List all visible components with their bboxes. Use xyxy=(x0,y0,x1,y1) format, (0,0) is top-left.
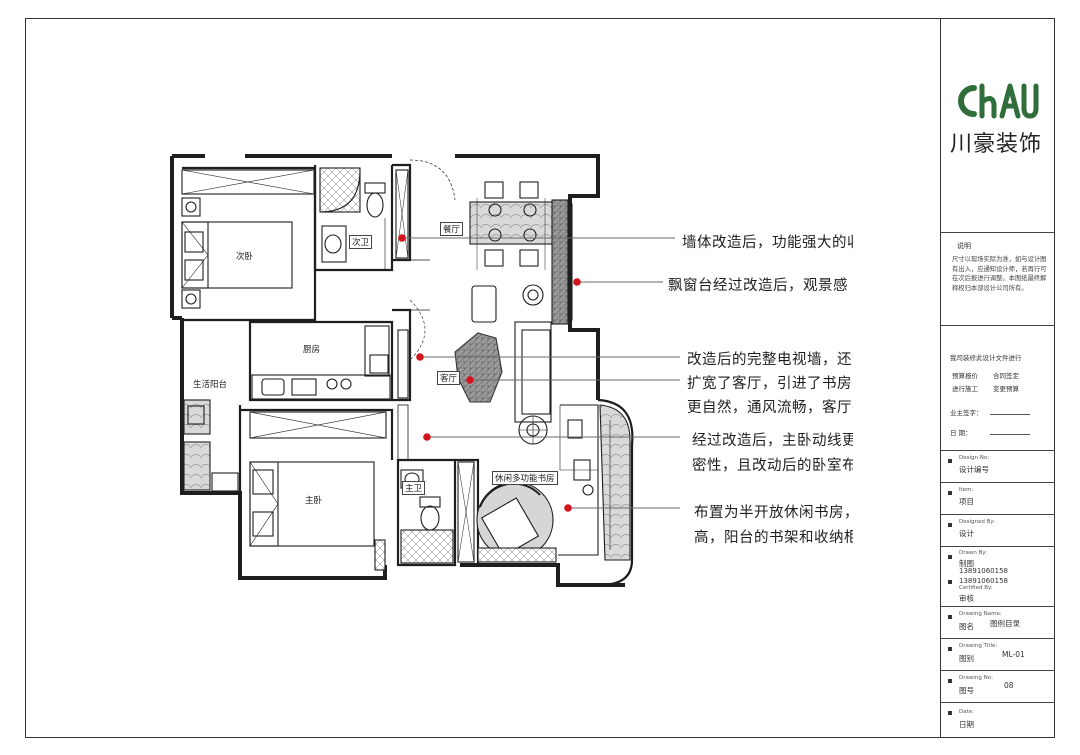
annotation-column: 墙体改造后，功能强大的收 飘窗台经过改造后，观景感 改造后的完整电视墙，还 扩宽… xyxy=(660,215,853,555)
date-label: 日 期： xyxy=(950,429,972,437)
row-label-en: Designed By: xyxy=(959,519,996,525)
annotation-text: 扩宽了客厅，引进了书房 xyxy=(687,376,852,392)
note-body: 尺寸以现场实际为准，如与设计图有出入，应通知设计师，若再行可在次后报进行调整。本… xyxy=(952,256,1047,292)
process-item: 预算报价 xyxy=(952,372,978,380)
row-label-cn: 设计编号 xyxy=(959,465,989,474)
title-block xyxy=(940,18,1055,738)
row-label-cn: 审核 xyxy=(959,594,974,603)
row-label-en: Date: xyxy=(959,709,974,715)
annotation-text: 密性，且改动后的卧室布 xyxy=(692,458,853,474)
annotation-text: 经过改造后，主卧动线更 xyxy=(692,433,853,449)
process-item: 进行施工 xyxy=(952,385,978,393)
annotation-text: 改造后的完整电视墙，还 xyxy=(687,352,852,368)
note-heading: 说明 xyxy=(957,242,971,250)
annotation-text: 更自然，通风流畅，客厅在 xyxy=(687,400,853,416)
outer-walls xyxy=(170,154,625,587)
room-label-dining: 餐厅 xyxy=(440,222,464,236)
owner-sign-label: 业主签字： xyxy=(950,409,983,417)
annotation-text: 墙体改造后，功能强大的收 xyxy=(682,235,853,251)
row-label-en: Item: xyxy=(959,487,974,493)
row-label-cn: 设计 xyxy=(959,529,974,538)
room-label-utility-balcony: 生活阳台 xyxy=(193,380,228,390)
certified-by-value: 13891060158 xyxy=(959,577,1008,585)
row-label-en: Certified By: xyxy=(959,585,993,591)
row-label-cn: 日期 xyxy=(959,720,974,729)
room-label-master-bedroom: 主卧 xyxy=(305,496,323,506)
room-label-kitchen: 厨房 xyxy=(303,345,321,355)
row-label-en: Drawn By: xyxy=(959,550,988,556)
logo-mark-icon xyxy=(958,83,1039,119)
row-label-cn: 图名 xyxy=(959,622,974,631)
drawing-no-value: 08 xyxy=(1004,681,1014,690)
annotation-text: 布置为半开放休闲书房， xyxy=(694,505,853,521)
drawing-name-value: 图例目录 xyxy=(990,619,1020,628)
room-label-second-bath: 次卫 xyxy=(349,235,373,249)
row-label-en: Design No: xyxy=(959,455,990,461)
process-item: 合同签定 xyxy=(993,372,1019,380)
row-label-cn: 项目 xyxy=(959,497,974,506)
room-label-master-bath: 主卫 xyxy=(402,481,426,495)
process-item: 变更预算 xyxy=(993,385,1019,393)
room-label-second-bedroom: 次卧 xyxy=(236,252,254,262)
row-label-en: Drawing No: xyxy=(959,675,993,681)
room-label-study: 休闲多功能书房 xyxy=(492,471,558,485)
floor-plan xyxy=(170,154,680,587)
row-label-en: Drawing Name: xyxy=(959,611,1002,617)
row-label-cn: 图号 xyxy=(959,686,974,695)
company-name: 川豪装饰 xyxy=(950,132,1043,157)
drawing-frame xyxy=(25,18,1055,738)
drawn-by-value: 13891060158 xyxy=(959,567,1008,575)
process-heading: 我司装修此设计文件进行 xyxy=(950,354,1022,362)
drawing-title-value: ML-01 xyxy=(1002,650,1025,659)
row-label-cn: 制图 xyxy=(959,559,974,568)
annotation-text: 飘窗台经过改造后，观景感 xyxy=(668,278,848,294)
annotation-text: 高，阳台的书架和收纳柜 xyxy=(694,530,853,546)
row-label-en: Drawing Title: xyxy=(959,643,998,649)
room-label-living: 客厅 xyxy=(437,371,461,385)
row-label-cn: 图别 xyxy=(959,654,974,663)
